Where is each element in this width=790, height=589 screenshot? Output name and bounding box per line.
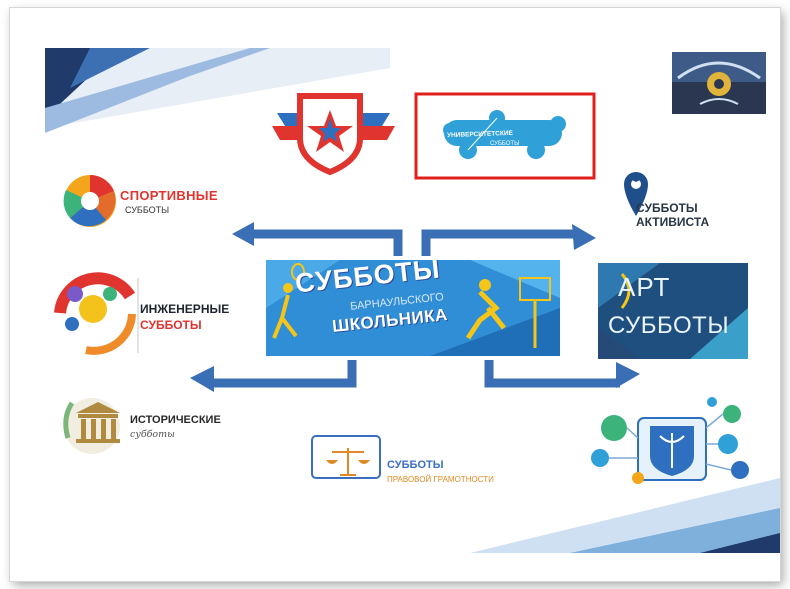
sport-logo (63, 175, 116, 227)
arrow-head-medical (616, 362, 640, 388)
arrow-to-medical (484, 360, 620, 388)
arrow-head-sport (232, 222, 254, 246)
art-label-subtitle: СУББОТЫ (608, 312, 730, 339)
law-scales-icon (311, 435, 381, 479)
university-label-line2: СУББОТЫ (490, 141, 520, 147)
arrow-to-sport (250, 229, 403, 256)
bottom-right-decoration (470, 478, 780, 553)
army-shield-logo (272, 93, 395, 176)
top-left-decoration (45, 48, 390, 133)
engineering-logo (54, 272, 139, 355)
slide-graphics (45, 48, 780, 553)
engineering-label-subtitle: СУББОТЫ (140, 318, 202, 332)
activist-label-subtitle: АКТИВИСТА (636, 215, 710, 229)
law-label-title: СУББОТЫ (387, 459, 444, 471)
location-pin-icon (624, 172, 648, 216)
sport-label-title: СПОРТИВНЫЕ (120, 188, 218, 203)
corner-emblem (672, 52, 766, 114)
slide: УНИВЕРСИТЕТСКИЕ СУББОТЫ СПОРТИВНЫЕ СУББО… (10, 8, 780, 581)
art-label-title: АРТ (618, 272, 671, 302)
activist-label-title: СУББОТЫ (636, 201, 698, 215)
arrow-head-history (190, 366, 214, 392)
engineering-label-title: ИНЖЕНЕРНЫЕ (140, 302, 230, 316)
sport-label-subtitle: СУББОТЫ (125, 205, 170, 215)
law-label-subtitle: ПРАВОВОЙ ГРАМОТНОСТИ (387, 475, 494, 484)
arrow-to-history (210, 360, 357, 388)
center-logo (266, 260, 560, 356)
arrow-head-activist (572, 224, 596, 250)
history-label-subtitle: субботы (130, 429, 175, 440)
arrow-to-activist (421, 229, 576, 256)
history-label-title: ИСТОРИЧЕСКИЕ (130, 414, 221, 426)
university-logo (414, 92, 596, 180)
art-logo (598, 263, 748, 359)
medical-university-emblem (591, 397, 749, 484)
history-building-icon (63, 398, 120, 454)
